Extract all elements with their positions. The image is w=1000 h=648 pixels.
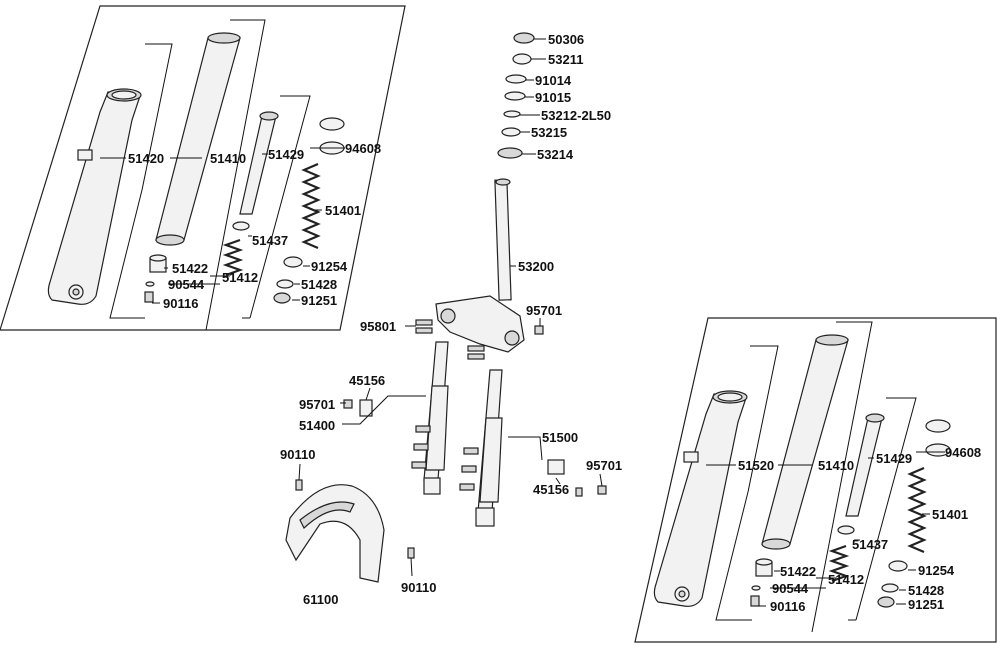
label-91015: 91015 bbox=[535, 90, 571, 105]
right-cap-91254 bbox=[888, 560, 908, 572]
bearing-91015 bbox=[504, 91, 526, 101]
right-oil-seal bbox=[925, 419, 951, 457]
label-51401-left: 51401 bbox=[325, 203, 361, 218]
label-91251-left: 91251 bbox=[301, 293, 337, 308]
left-oil-seal bbox=[319, 117, 345, 155]
label-51437-right: 51437 bbox=[852, 537, 888, 552]
right-fork-spring bbox=[907, 466, 927, 554]
label-95701-right: 95701 bbox=[586, 458, 622, 473]
right-panel-frame bbox=[634, 317, 997, 643]
label-91254-right: 91254 bbox=[918, 563, 955, 578]
label-51428-right: 51428 bbox=[908, 583, 944, 598]
label-53214: 53214 bbox=[537, 147, 574, 162]
bearing-91014 bbox=[505, 74, 527, 84]
left-cap-91251 bbox=[273, 292, 291, 304]
label-45156-right: 45156 bbox=[533, 482, 569, 497]
left-fork-leg-panel: 51420 51410 51429 94608 51401 51437 5142… bbox=[0, 5, 406, 331]
label-51410-left: 51410 bbox=[210, 151, 246, 166]
right-bolt bbox=[750, 595, 760, 607]
cone-53214 bbox=[497, 147, 523, 159]
right-leader-lines bbox=[706, 321, 945, 633]
triple-clamp bbox=[435, 295, 525, 353]
label-95801: 95801 bbox=[360, 319, 396, 334]
right-damper-rod bbox=[845, 413, 885, 517]
label-91254-left: 91254 bbox=[311, 259, 348, 274]
washer-53211 bbox=[512, 53, 532, 65]
left-fork-spring bbox=[301, 162, 321, 250]
left-bolt bbox=[144, 291, 154, 303]
label-51429-left: 51429 bbox=[268, 147, 304, 162]
label-51500: 51500 bbox=[542, 430, 578, 445]
label-51420: 51420 bbox=[128, 151, 164, 166]
label-51410-right: 51410 bbox=[818, 458, 854, 473]
label-53212-2L50: 53212-2L50 bbox=[541, 108, 611, 123]
front-fender bbox=[285, 484, 385, 583]
nut-50306 bbox=[513, 32, 535, 44]
left-panel-frame bbox=[0, 5, 406, 331]
label-90110-top: 90110 bbox=[280, 447, 315, 462]
screw-90110-bottom bbox=[407, 547, 415, 559]
bolts-95801 bbox=[415, 319, 485, 360]
label-94608-right: 94608 bbox=[945, 445, 981, 460]
right-ring-51428 bbox=[881, 583, 899, 593]
label-94608-left: 94608 bbox=[345, 141, 381, 156]
bracket-45156-right bbox=[547, 459, 565, 475]
label-90116-left: 90116 bbox=[163, 296, 198, 311]
right-fork-leg-panel: 51520 51410 51429 94608 51401 51437 9125… bbox=[634, 317, 997, 643]
cup-53212 bbox=[503, 110, 521, 118]
label-51437-left: 51437 bbox=[252, 233, 288, 248]
bolt-near-bracket bbox=[575, 487, 583, 497]
center-left-fork-leg bbox=[411, 341, 449, 495]
label-91251-right: 91251 bbox=[908, 597, 944, 612]
left-outer-fork-tube bbox=[47, 88, 142, 305]
label-51520: 51520 bbox=[738, 458, 774, 473]
nut-95701-left bbox=[343, 399, 353, 409]
right-rebound-spring bbox=[828, 544, 850, 583]
left-cap-91254 bbox=[283, 256, 303, 268]
nut-95701-top bbox=[534, 325, 544, 335]
left-leader-lines bbox=[100, 19, 345, 331]
label-53215: 53215 bbox=[531, 125, 567, 140]
left-washer bbox=[145, 281, 155, 287]
label-90544-right: 90544 bbox=[772, 581, 809, 596]
right-inner-fork-tube bbox=[761, 334, 849, 550]
label-90116-right: 90116 bbox=[770, 599, 805, 614]
label-51422-right: 51422 bbox=[780, 564, 816, 579]
left-inner-fork-tube bbox=[155, 32, 241, 246]
left-rebound-spring bbox=[222, 238, 244, 277]
label-51412-right: 51412 bbox=[828, 572, 864, 587]
label-51400: 51400 bbox=[299, 418, 335, 433]
label-51428-left: 51428 bbox=[301, 277, 337, 292]
label-53211: 53211 bbox=[548, 52, 583, 67]
label-45156-left: 45156 bbox=[349, 373, 385, 388]
left-ring-51428 bbox=[276, 279, 294, 289]
label-90544-left: 90544 bbox=[168, 277, 205, 292]
steering-stem bbox=[494, 178, 512, 301]
screw-90110-top bbox=[295, 479, 303, 491]
label-95701-top: 95701 bbox=[526, 303, 562, 318]
nut-95701-right bbox=[597, 485, 607, 495]
label-95701-left: 95701 bbox=[299, 397, 335, 412]
label-51401-right: 51401 bbox=[932, 507, 968, 522]
right-washer bbox=[751, 585, 761, 591]
label-90110-bottom: 90110 bbox=[401, 580, 436, 595]
label-51429-right: 51429 bbox=[876, 451, 912, 466]
right-cap-91251 bbox=[877, 596, 895, 608]
label-51412-left: 51412 bbox=[222, 270, 258, 285]
right-outer-fork-tube bbox=[653, 390, 748, 607]
right-ring bbox=[837, 525, 855, 535]
left-damper-rod bbox=[239, 111, 279, 215]
label-53200: 53200 bbox=[518, 259, 554, 274]
label-51422-left: 51422 bbox=[172, 261, 208, 276]
center-right-fork-leg bbox=[459, 369, 503, 527]
steering-head-parts bbox=[285, 32, 607, 583]
left-ring bbox=[232, 221, 250, 231]
label-61100: 61100 bbox=[303, 592, 338, 607]
label-91014: 91014 bbox=[535, 73, 572, 88]
label-50306: 50306 bbox=[548, 32, 584, 47]
ring-53215 bbox=[501, 127, 521, 137]
